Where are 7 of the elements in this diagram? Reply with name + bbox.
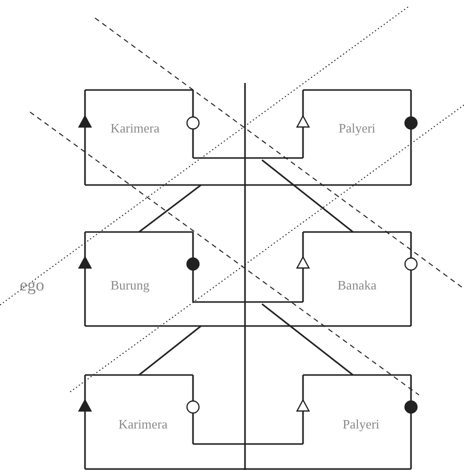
section-name: Karimera bbox=[110, 122, 160, 134]
section-name: Palyeri bbox=[338, 122, 376, 134]
section-name: Burung bbox=[110, 278, 150, 292]
section-name: Karimera bbox=[118, 418, 168, 430]
section-name: Banaka bbox=[338, 278, 376, 292]
section-name: Palyeri bbox=[342, 418, 380, 430]
ego-label: ego bbox=[20, 276, 44, 294]
